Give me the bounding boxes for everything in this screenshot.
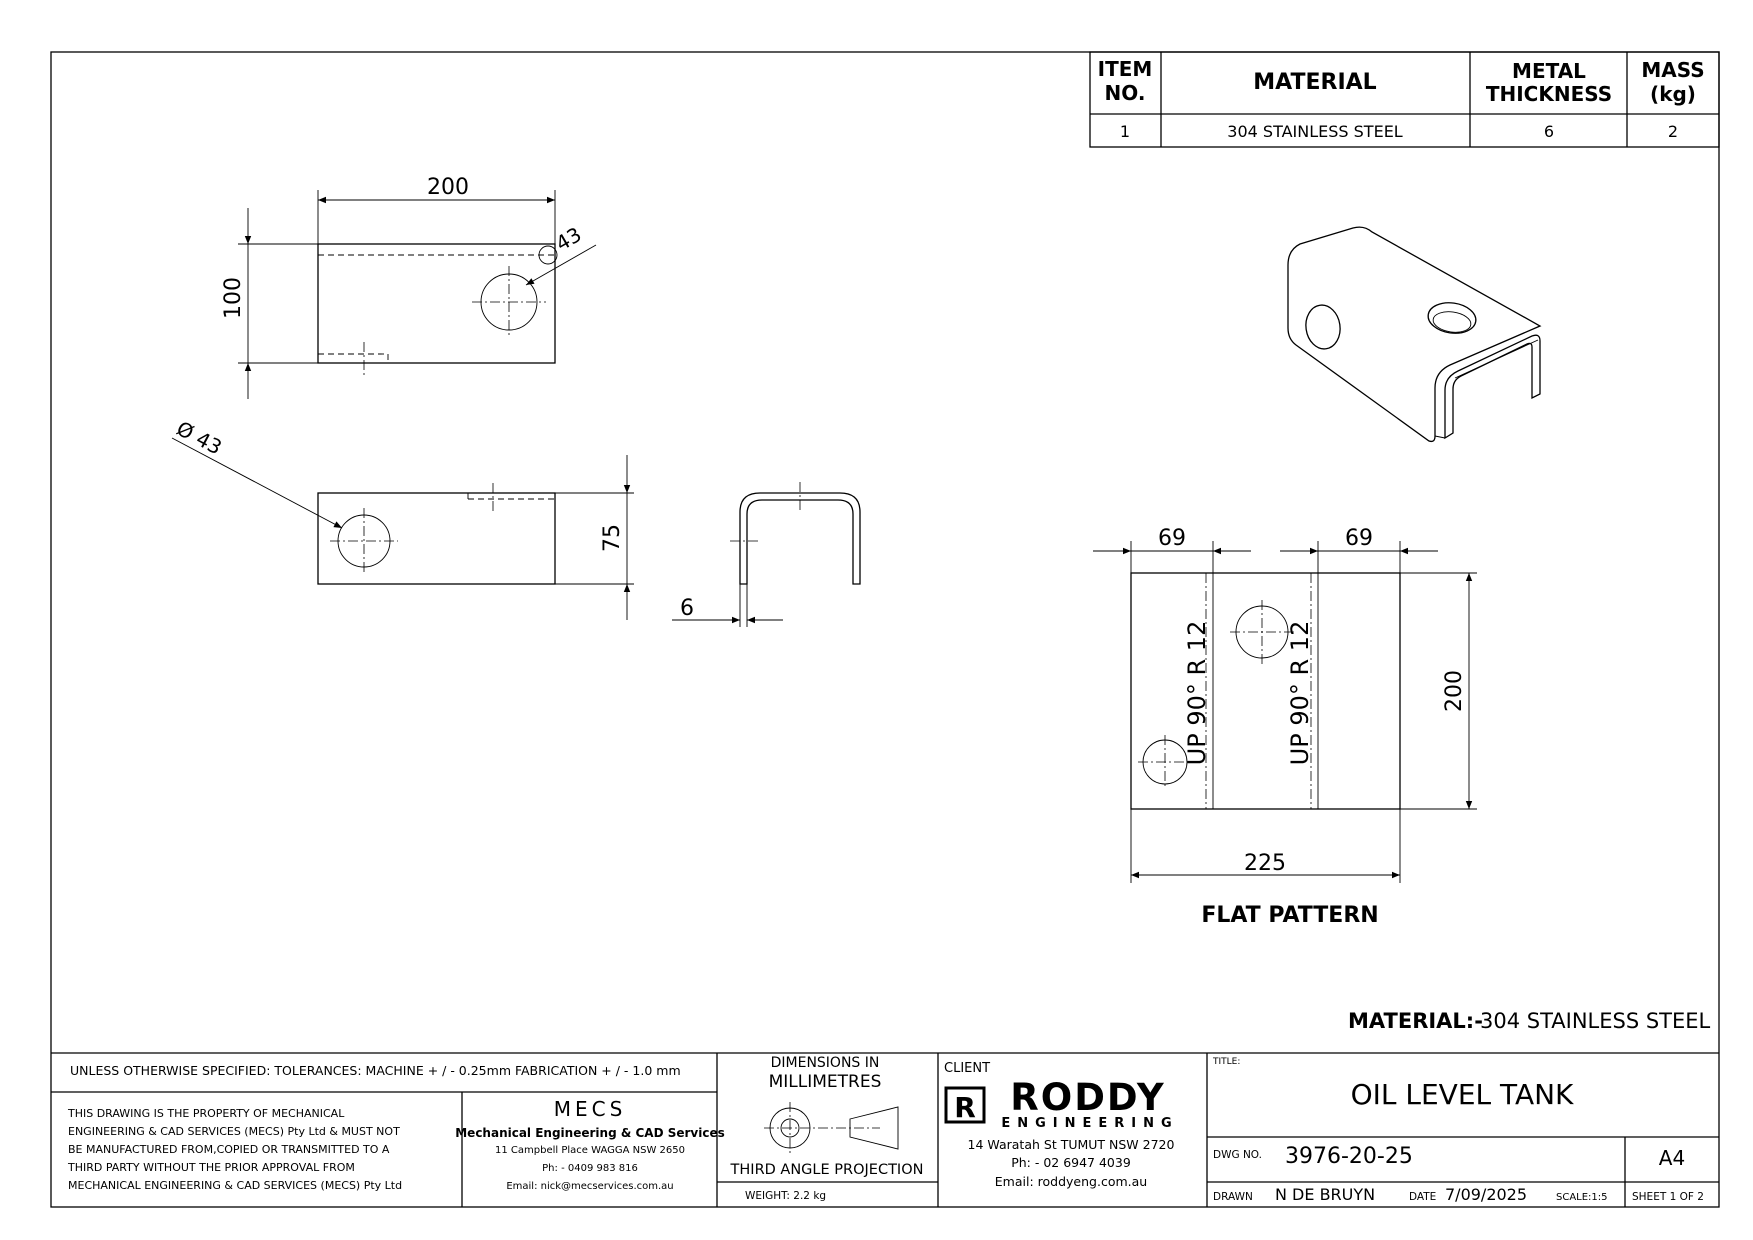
bom-header-mass: MASS bbox=[1641, 58, 1704, 82]
sheet-size: A4 bbox=[1659, 1146, 1685, 1170]
bom-header-material: MATERIAL bbox=[1253, 70, 1376, 95]
material-note-label: MATERIAL:- bbox=[1348, 1009, 1483, 1033]
bom-header-thickness: THICKNESS bbox=[1486, 82, 1612, 106]
drawing-date: 7/09/2025 bbox=[1445, 1185, 1527, 1204]
client-email: Email: roddyeng.com.au bbox=[995, 1174, 1147, 1189]
bom-cell-item: 1 bbox=[1120, 122, 1130, 141]
dim-flat-right: 69 bbox=[1345, 526, 1373, 551]
sheet-number: SHEET 1 OF 2 bbox=[1632, 1191, 1704, 1203]
client-logo-main: RODDY bbox=[1010, 1076, 1165, 1119]
client-address: 14 Waratah St TUMUT NSW 2720 bbox=[968, 1137, 1175, 1152]
date-label: DATE bbox=[1409, 1191, 1436, 1203]
drawn-label: DRAWN bbox=[1213, 1191, 1253, 1203]
client-logo: R RODDY ENGINEERING bbox=[944, 1076, 1178, 1131]
dwg-no-label: DWG NO. bbox=[1213, 1149, 1262, 1161]
bend-note-1: UP 90° R 12 bbox=[1183, 621, 1211, 766]
projection-symbol bbox=[764, 1102, 899, 1154]
dim-front-height: 75 bbox=[600, 524, 625, 552]
mecs-phone: Ph: - 0409 983 816 bbox=[542, 1163, 638, 1174]
mecs-email: Email: nick@mecservices.com.au bbox=[506, 1181, 673, 1192]
iso-hole-side bbox=[1305, 304, 1341, 350]
bom-cell-thickness: 6 bbox=[1544, 122, 1554, 141]
title-block: UNLESS OTHERWISE SPECIFIED: TOLERANCES: … bbox=[51, 1052, 1719, 1207]
bom-header-mass: (kg) bbox=[1650, 82, 1696, 106]
title-label: TITLE: bbox=[1212, 1057, 1240, 1067]
disclaimer-line: THIRD PARTY WITHOUT THE PRIOR APPROVAL F… bbox=[67, 1161, 355, 1174]
dim-thickness: 6 bbox=[680, 596, 694, 621]
dimensions-in-label: DIMENSIONS IN bbox=[771, 1055, 880, 1071]
top-view: 200 100 43 bbox=[221, 175, 597, 399]
client-logo-sub: ENGINEERING bbox=[1001, 1116, 1178, 1131]
bom-header-thickness: METAL bbox=[1512, 59, 1586, 83]
svg-text:R: R bbox=[954, 1091, 976, 1124]
disclaimer-line: ENGINEERING & CAD SERVICES (MECS) Pty Lt… bbox=[68, 1125, 400, 1138]
bom-table: ITEM NO. MATERIAL METAL THICKNESS MASS (… bbox=[1089, 51, 1720, 148]
bom-header-item: ITEM bbox=[1098, 57, 1153, 81]
front-view: 75 Ø 43 bbox=[171, 416, 634, 620]
disclaimer-line: THIS DRAWING IS THE PROPERTY OF MECHANIC… bbox=[67, 1107, 345, 1120]
dim-front-hole: Ø 43 bbox=[173, 416, 226, 460]
dim-top-hole: 43 bbox=[551, 222, 585, 256]
side-view: 6 bbox=[672, 482, 861, 627]
dimensions-units-label: MILLIMETRES bbox=[769, 1072, 882, 1092]
client-phone: Ph: - 02 6947 4039 bbox=[1011, 1155, 1131, 1170]
client-label: CLIENT bbox=[944, 1061, 990, 1076]
bom-cell-material: 304 STAINLESS STEEL bbox=[1227, 122, 1403, 141]
mecs-logo: MECS bbox=[554, 1097, 627, 1121]
dim-flat-width: 225 bbox=[1244, 851, 1286, 876]
mecs-address: 11 Campbell Place WAGGA NSW 2650 bbox=[495, 1145, 685, 1156]
mecs-name: Mechanical Engineering & CAD Services bbox=[455, 1126, 725, 1140]
bom-cell-mass: 2 bbox=[1668, 122, 1678, 141]
drawn-by: N DE BRUYN bbox=[1275, 1185, 1375, 1204]
scale-label: SCALE:1:5 bbox=[1556, 1192, 1608, 1203]
dim-top-height: 100 bbox=[221, 277, 246, 319]
disclaimer-line: BE MANUFACTURED FROM,COPIED OR TRANSMITT… bbox=[68, 1143, 390, 1156]
weight-label: WEIGHT: 2.2 kg bbox=[745, 1190, 826, 1202]
bend-note-2: UP 90° R 12 bbox=[1286, 621, 1314, 766]
dwg-no: 3976-20-25 bbox=[1285, 1144, 1413, 1169]
drawing-title: OIL LEVEL TANK bbox=[1351, 1078, 1574, 1111]
bom-header-item: NO. bbox=[1105, 81, 1146, 105]
projection-label: THIRD ANGLE PROJECTION bbox=[730, 1162, 924, 1178]
flat-pattern-view: UP 90° R 12 UP 90° R 12 69 69 200 225 FL… bbox=[1093, 526, 1477, 928]
dim-top-width: 200 bbox=[427, 175, 469, 200]
isometric-view bbox=[1287, 226, 1542, 443]
drawing-border bbox=[50, 51, 1720, 1208]
tolerance-note: UNLESS OTHERWISE SPECIFIED: TOLERANCES: … bbox=[70, 1063, 681, 1078]
material-note-value: 304 STAINLESS STEEL bbox=[1480, 1009, 1711, 1033]
dim-flat-height: 200 bbox=[1442, 670, 1467, 712]
dim-flat-left: 69 bbox=[1158, 526, 1186, 551]
flat-pattern-label: FLAT PATTERN bbox=[1201, 903, 1378, 928]
disclaimer-line: MECHANICAL ENGINEERING & CAD SERVICES (M… bbox=[68, 1179, 402, 1192]
iso-hole-top bbox=[1427, 302, 1477, 334]
